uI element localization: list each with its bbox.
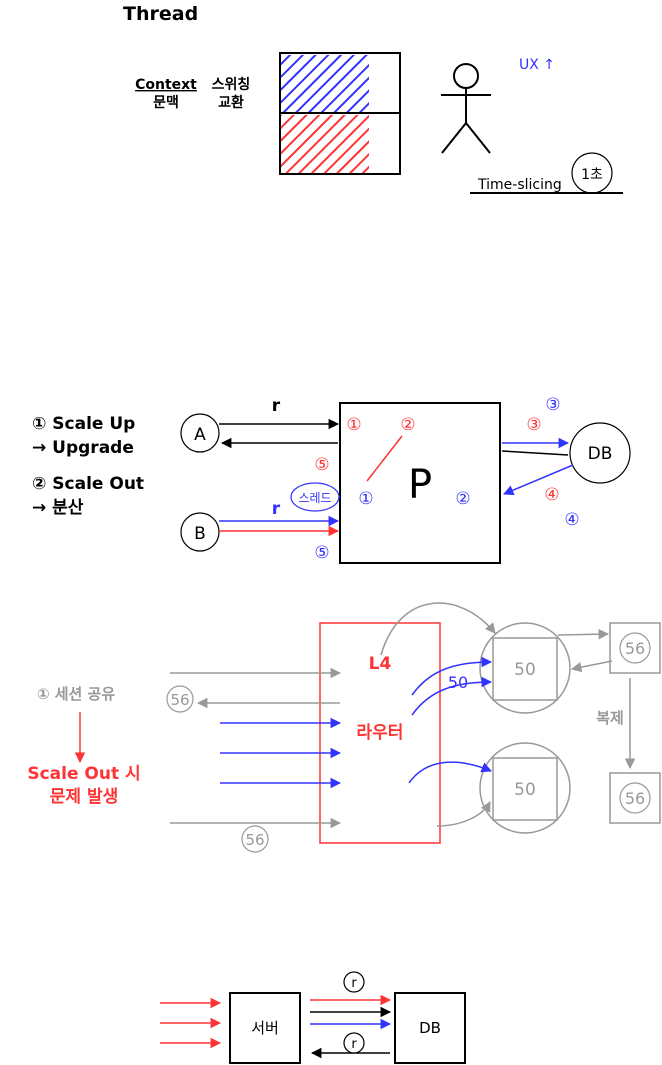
db-box-label: DB xyxy=(419,1019,441,1037)
problem-line-1: Scale Out 시 xyxy=(27,764,140,784)
section-session: ① 세션 공유 Scale Out 시 문제 발생 L4 라우터 56 56 5… xyxy=(27,602,661,853)
problem-line-2: 문제 발생 xyxy=(50,787,118,807)
thread-ellipse xyxy=(290,482,340,512)
db-box xyxy=(394,992,466,1064)
ux-up-label: UX ↑ xyxy=(519,57,555,73)
step-4-blue: ④ xyxy=(564,510,579,530)
store-to-server-arrow xyxy=(570,660,613,673)
thread-block-bottom xyxy=(279,112,401,175)
server-session-box-top xyxy=(492,637,558,701)
thread-label: 스레드 xyxy=(298,491,331,505)
upgrade-label: → Upgrade xyxy=(32,438,134,458)
server-label: 서버 xyxy=(251,1019,279,1037)
server-to-store-arrow xyxy=(557,628,610,640)
db-node xyxy=(569,422,631,484)
switching-label: 스위칭 xyxy=(212,77,251,93)
l4-label: L4 xyxy=(369,654,392,674)
step-4-red: ④ xyxy=(544,485,559,505)
db-to-p-arrow xyxy=(503,464,574,496)
l4-to-server-curve xyxy=(380,602,496,656)
step-2-blue: ② xyxy=(455,489,470,509)
db-label: DB xyxy=(588,444,613,464)
session-store-bottom xyxy=(609,772,661,824)
one-second-circle xyxy=(571,152,613,194)
node-a-label: A xyxy=(194,425,206,445)
process-label: P xyxy=(408,462,432,508)
step-5-blue: ⑤ xyxy=(314,543,329,563)
server-bottom-value: 50 xyxy=(514,780,536,800)
server-session-box-bottom xyxy=(492,757,558,821)
section-scaling: ① Scale Up → Upgrade ② Scale Out → 분산 A … xyxy=(32,395,631,564)
section-server-db: 서버 DB r r xyxy=(160,971,466,1064)
session-share-label: ① 세션 공유 xyxy=(37,685,116,703)
request-badge-bottom xyxy=(343,1032,365,1054)
route-value-label: 50 xyxy=(448,673,468,692)
route-blue-curve-1 xyxy=(411,656,493,696)
context-label: Context xyxy=(135,77,197,93)
step-3-red: ③ xyxy=(526,415,541,435)
node-a xyxy=(180,413,220,453)
router-label: 라우터 xyxy=(357,723,404,743)
l4-router-box xyxy=(319,622,441,844)
p-to-db-black-line xyxy=(501,450,569,456)
exchange-label: 교환 xyxy=(218,94,244,111)
scale-up-label: ① Scale Up xyxy=(32,414,135,434)
session-store-top-value: 56 xyxy=(625,639,645,658)
server-top-value: 50 xyxy=(514,660,536,680)
request-badge-bottom-label: r xyxy=(351,1037,357,1052)
distribute-label: → 분산 xyxy=(32,498,84,518)
node-b-label: B xyxy=(194,524,206,544)
session-id-badge-left xyxy=(166,685,194,713)
step-1-red: ① xyxy=(346,415,361,435)
section-thread: Thread Context 문맥 스위칭 교환 UX ↑ Time-slici… xyxy=(123,3,623,194)
request-badge-top-label: r xyxy=(351,976,357,991)
thread-red-hatch xyxy=(281,115,369,173)
server-box xyxy=(229,992,301,1064)
session-store-top xyxy=(609,622,661,674)
session-store-bottom-badge xyxy=(619,782,651,814)
thread-path-line xyxy=(366,435,403,482)
session-store-top-badge xyxy=(619,632,651,664)
session-store-bottom-value: 56 xyxy=(625,789,645,808)
thread-title: Thread xyxy=(123,3,198,25)
route-gray-curve-bottom xyxy=(436,801,491,827)
scale-out-label: ② Scale Out xyxy=(32,474,144,494)
time-slicing-label: Time-slicing xyxy=(477,177,562,193)
step-3-blue: ③ xyxy=(545,395,560,415)
route-blue-curve-2 xyxy=(411,676,493,716)
session-id-badge-bottom xyxy=(241,825,269,853)
step-5-red: ⑤ xyxy=(314,455,329,475)
step-1-blue: ① xyxy=(358,489,373,509)
replicate-label: 복제 xyxy=(596,709,624,727)
thread-blue-hatch xyxy=(281,55,369,112)
request-label-top: r xyxy=(272,396,281,416)
session-id-left: 56 xyxy=(170,691,189,709)
request-badge-top xyxy=(343,971,365,993)
node-b xyxy=(180,512,220,552)
stick-figure-icon xyxy=(441,63,491,154)
request-label-bottom: r xyxy=(272,499,281,519)
one-second-label: 1초 xyxy=(581,167,603,183)
step-2-red: ② xyxy=(400,415,415,435)
context-korean-label: 문맥 xyxy=(153,94,179,111)
session-id-bottom: 56 xyxy=(245,831,264,849)
process-box xyxy=(339,402,501,564)
route-blue-curve-3 xyxy=(408,761,492,784)
